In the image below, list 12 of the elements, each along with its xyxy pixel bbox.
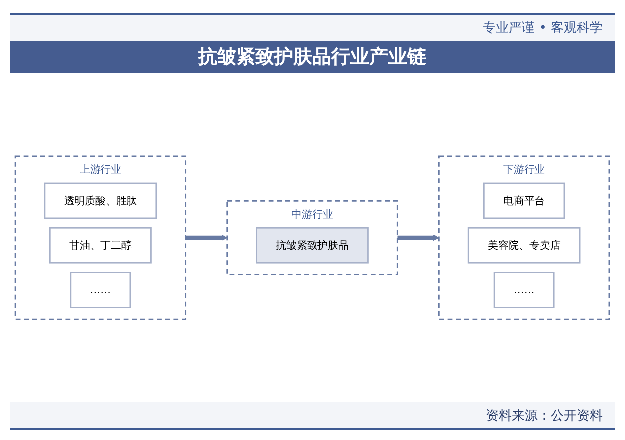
source-note: 资料来源：公开资料: [486, 408, 603, 425]
node-box: 透明质酸、胜肽: [44, 182, 158, 220]
title-banner: 抗皱紧致护肤品行业产业链: [10, 41, 615, 73]
arrow: [398, 234, 440, 242]
arrow: [186, 234, 228, 242]
node-box: 抗皱紧致护肤品: [256, 227, 369, 264]
node-box: ……: [70, 272, 132, 308]
node-box: 电商平台: [483, 182, 566, 220]
node-box: 美容院、专卖店: [468, 227, 581, 264]
slogan-text: 专业严谨 • 客观科学: [483, 20, 603, 37]
node-box: ……: [494, 272, 555, 308]
node-box: 甘油、丁二醇: [49, 227, 152, 264]
